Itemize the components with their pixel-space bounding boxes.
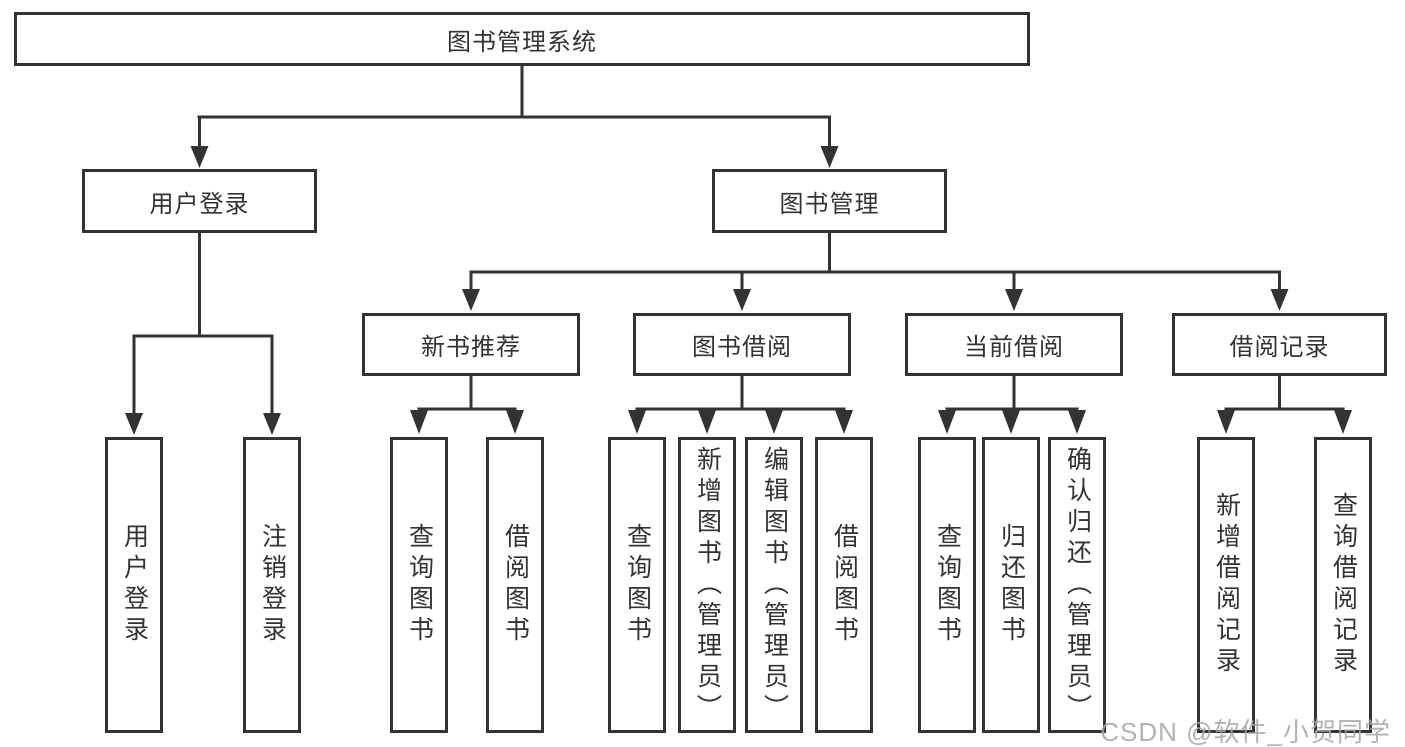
leaf-user-login: 用户登录 (105, 437, 163, 733)
csdn-watermark: CSDN @软件_小贺同学 (1100, 717, 1391, 747)
node-root-system: 图书管理系统 (14, 12, 1030, 66)
leaf-label: 新增图书（管理员） (693, 445, 722, 725)
node-label: 图书管理 (779, 190, 880, 218)
leaf-query-borrow-record: 查询借阅记录 (1314, 437, 1372, 733)
leaf-label: 查询借阅记录 (1329, 492, 1358, 678)
node-book-borrow: 图书借阅 (633, 313, 851, 376)
node-label: 新书推荐 (421, 334, 521, 361)
leaf-query-books-newbooks: 查询图书 (390, 437, 448, 733)
node-label: 当前借阅 (964, 334, 1064, 361)
leaf-label: 查询图书 (405, 523, 434, 647)
leaf-label: 新增借阅记录 (1212, 492, 1241, 678)
leaf-borrow-books: 借阅图书 (815, 437, 873, 733)
node-label: 图书借阅 (692, 334, 792, 361)
leaf-label: 编辑图书（管理员） (760, 445, 789, 725)
leaf-add-borrow-record: 新增借阅记录 (1197, 437, 1255, 733)
leaf-label: 查询图书 (933, 523, 962, 647)
leaf-label: 用户登录 (120, 523, 149, 647)
leaf-logout: 注销登录 (243, 437, 301, 733)
node-user-login: 用户登录 (82, 169, 317, 233)
leaf-label: 注销登录 (258, 523, 287, 647)
leaf-borrow-books-newbooks: 借阅图书 (486, 437, 544, 733)
node-current-borrow: 当前借阅 (905, 313, 1123, 376)
node-new-book-recommend: 新书推荐 (362, 313, 580, 376)
node-book-management: 图书管理 (712, 169, 947, 233)
arrowheads (125, 146, 1352, 435)
leaf-label: 借阅图书 (501, 523, 530, 647)
node-root-label: 图书管理系统 (447, 28, 597, 56)
leaf-add-books-admin: 新增图书（管理员） (678, 437, 736, 733)
leaf-label: 归还图书 (997, 523, 1026, 647)
leaf-label: 借阅图书 (830, 523, 859, 647)
leaf-query-books-current: 查询图书 (918, 437, 976, 733)
node-borrow-records: 借阅记录 (1172, 313, 1387, 376)
node-label: 借阅记录 (1229, 334, 1330, 361)
node-label: 用户登录 (149, 190, 250, 218)
leaf-edit-books-admin: 编辑图书（管理员） (745, 437, 803, 733)
leaf-label: 确认归还（管理员） (1063, 445, 1092, 725)
leaf-return-books: 归还图书 (982, 437, 1040, 733)
leaf-confirm-return-admin: 确认归还（管理员） (1048, 437, 1106, 733)
leaf-query-books-borrow: 查询图书 (608, 437, 666, 733)
leaf-label: 查询图书 (623, 523, 652, 647)
